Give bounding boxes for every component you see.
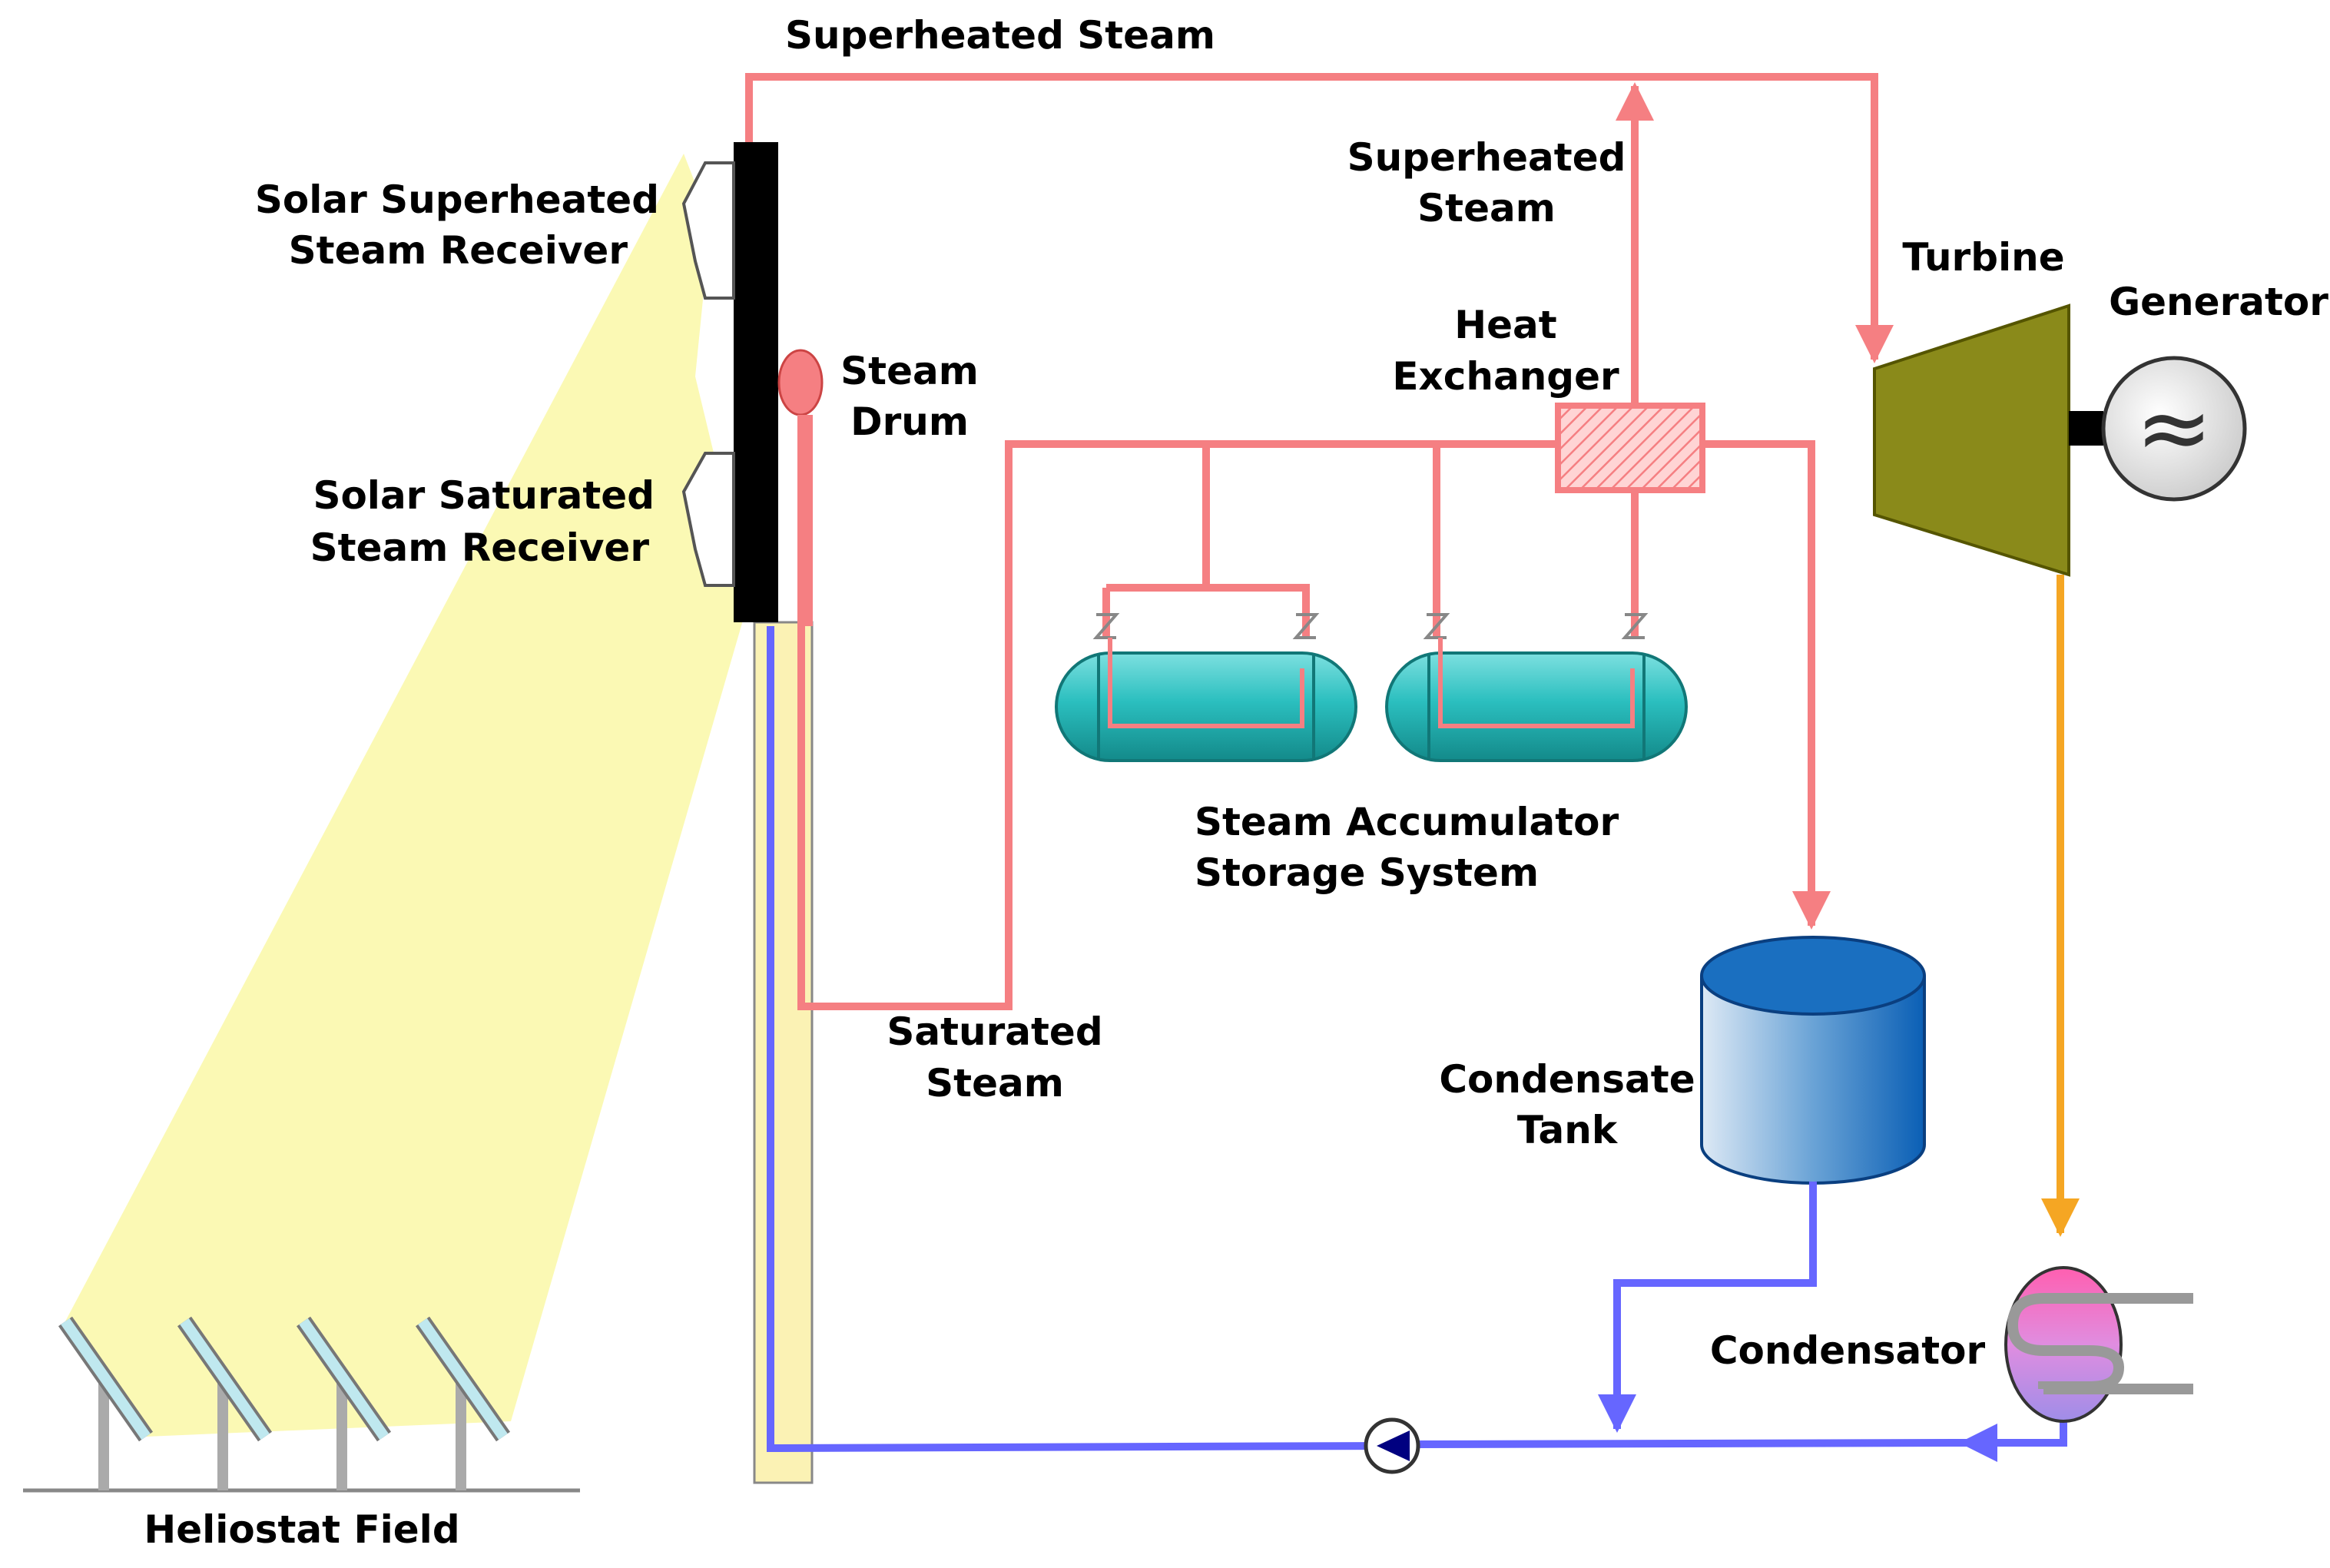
label-condensate-tank-2: Tank (1517, 1108, 1619, 1152)
heliostat-3 (296, 1316, 392, 1490)
heat-exchanger (1555, 403, 1705, 493)
heliostat-1 (58, 1316, 154, 1490)
steam-accumulator-1 (1055, 638, 1357, 762)
superheated-receiver-shape (681, 161, 735, 300)
label-steam-drum-1: Steam (840, 349, 979, 393)
label-condensator: Condensator (1710, 1328, 1986, 1373)
label-saturated-steam-2: Steam (926, 1061, 1064, 1106)
saturated-receiver-shape (681, 452, 735, 587)
steam-drum (777, 349, 824, 416)
steam-accumulator-2 (1385, 638, 1688, 762)
turbine-shape (1873, 303, 2070, 577)
heliostat-4 (415, 1316, 511, 1490)
pump-icon (1364, 1417, 1420, 1474)
label-accumulator-2: Storage System (1195, 850, 1539, 895)
light-beam (65, 154, 749, 1437)
label-heliostat-field: Heliostat Field (144, 1507, 459, 1552)
label-solar-superheated-2: Steam Receiver (289, 228, 628, 273)
turbine-shaft (2069, 411, 2103, 446)
label-condensate-tank-1: Condensate (1439, 1057, 1695, 1102)
label-turbine: Turbine (1902, 235, 2064, 280)
steam-pipes (745, 73, 1894, 1010)
label-steam-drum-2: Drum (850, 399, 969, 444)
label-solar-superheated-1: Solar Superheated (255, 177, 659, 222)
label-superheated-steam-top: Superheated Steam (785, 13, 1215, 58)
generator-shape (2101, 356, 2247, 502)
label-heat-exchanger-2: Exchanger (1392, 354, 1619, 399)
label-accumulator-1: Steam Accumulator (1195, 800, 1619, 844)
water-pipes (767, 626, 2067, 1462)
generator-symbol: ≈ (2136, 375, 2213, 482)
heliostat-2 (177, 1316, 273, 1490)
label-heat-exchanger-1: Heat (1454, 303, 1556, 347)
labels: Superheated Steam Superheated Steam Sola… (144, 13, 2328, 1552)
label-generator: Generator (2109, 280, 2328, 324)
label-superheated-steam-mid-2: Steam (1417, 186, 1556, 230)
valve-icons (1092, 613, 1649, 639)
label-saturated-steam-1: Saturated (887, 1009, 1102, 1054)
label-solar-saturated-1: Solar Saturated (313, 473, 655, 518)
label-superheated-steam-mid-1: Superheated (1347, 135, 1626, 180)
condensate-tank (1700, 936, 1926, 1185)
label-solar-saturated-2: Steam Receiver (310, 525, 650, 570)
receiver-wall (734, 142, 778, 622)
condensator-shape (2004, 1266, 2193, 1423)
